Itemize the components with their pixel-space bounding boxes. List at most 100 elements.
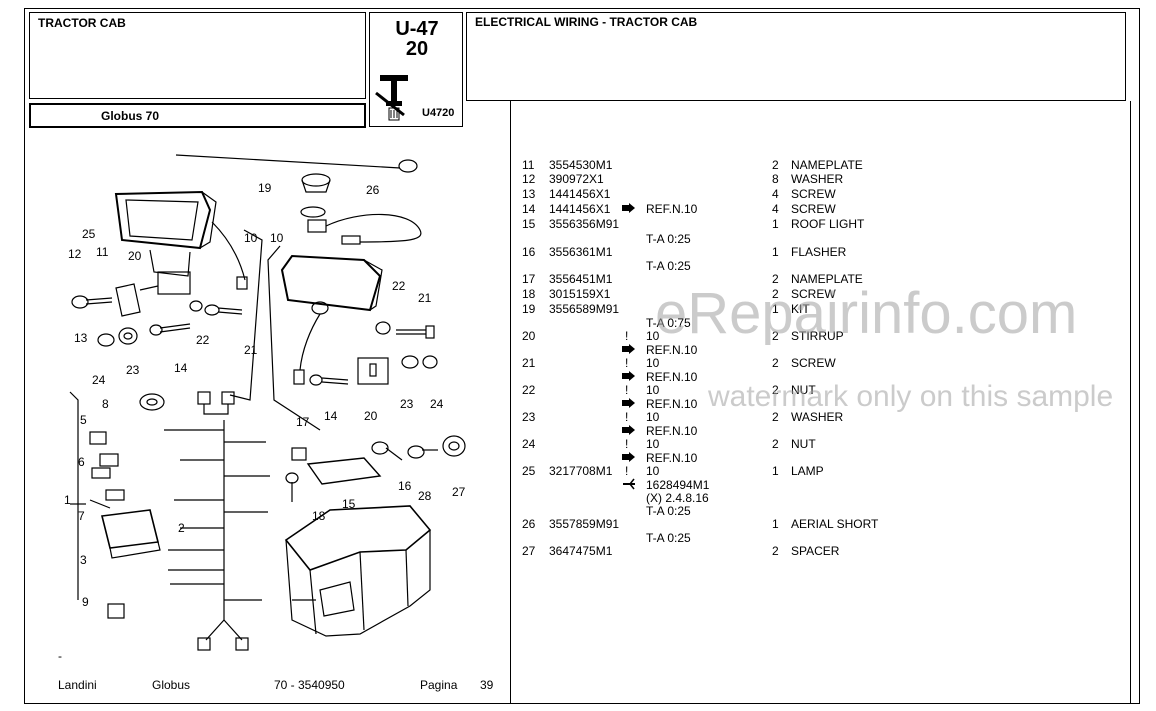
- parts-row: REF.N.10: [522, 451, 1156, 465]
- part-quantity: 2: [772, 287, 779, 301]
- parts-row: T-A 0:25: [522, 259, 1156, 273]
- part-ref-number: 25: [522, 464, 536, 478]
- part-note: T-A 0:25: [646, 259, 691, 273]
- diagram-callout-3: 3: [80, 553, 87, 567]
- diagram-callout-21: 21: [418, 291, 432, 305]
- reference-arrow-icon: [622, 424, 636, 439]
- part-description: STIRRUP: [791, 329, 844, 343]
- diagram-callout-20: 20: [364, 409, 378, 423]
- parts-row: T-A 0:75: [522, 316, 1156, 330]
- diagram-callout-14: 14: [324, 409, 338, 423]
- part-ref-number: 15: [522, 217, 536, 231]
- diagram-callout-22: 22: [392, 279, 406, 293]
- part-quantity: 2: [772, 329, 779, 343]
- footer-code: 70 - 3540950: [274, 678, 345, 692]
- diagram-callout-8: 8: [102, 397, 109, 411]
- part-note: 1628494M1: [646, 478, 710, 492]
- part-ref-number: 16: [522, 245, 536, 259]
- part-note: 10: [646, 356, 660, 370]
- part-note: T-A 0:75: [646, 316, 691, 330]
- diagram-callout-1: 1: [64, 493, 71, 507]
- page-frame: [24, 8, 1140, 704]
- part-quantity: 2: [772, 272, 779, 286]
- part-description: SCREW: [791, 187, 836, 201]
- parts-row: REF.N.10: [522, 343, 1156, 357]
- part-number: 3015159X1: [549, 287, 611, 301]
- part-number: 1441456X1: [549, 202, 611, 216]
- diagram-callout-21: 21: [244, 343, 258, 357]
- diagram-callout-16: 16: [398, 479, 412, 493]
- part-number: 3554530M1: [549, 158, 613, 172]
- part-quantity: 4: [772, 202, 779, 216]
- ref-code-number: 20: [405, 38, 429, 60]
- parts-row: REF.N.10: [522, 397, 1156, 411]
- fork-arrow-icon: [622, 478, 636, 493]
- part-note: REF.N.10: [646, 424, 698, 438]
- part-quantity: 4: [772, 187, 779, 201]
- part-ref-number: 14: [522, 202, 536, 216]
- reference-arrow-icon: [622, 202, 636, 217]
- part-quantity: 2: [772, 356, 779, 370]
- note-exclamation: !: [625, 437, 629, 451]
- diagram-callout-28: 28: [418, 489, 432, 503]
- part-ref-number: 27: [522, 544, 536, 558]
- parts-row: REF.N.10: [522, 370, 1156, 384]
- reference-arrow-icon: [622, 397, 636, 412]
- diagram-callout-27: 27: [452, 485, 466, 499]
- part-number: 3217708M1: [549, 464, 613, 478]
- diagram-callout-15: 15: [342, 497, 356, 511]
- part-ref-number: 13: [522, 187, 536, 201]
- parts-row: T-A 0:25: [522, 232, 1156, 246]
- part-ref-number: 21: [522, 356, 536, 370]
- part-note: T-A 0:25: [646, 531, 691, 545]
- part-quantity: 2: [772, 158, 779, 172]
- part-note: 10: [646, 383, 660, 397]
- part-note: REF.N.10: [646, 202, 698, 216]
- part-quantity: 2: [772, 437, 779, 451]
- part-number: 3557859M91: [549, 517, 620, 531]
- part-number: 1441456X1: [549, 187, 611, 201]
- diagram-callout-10: 10: [244, 231, 258, 245]
- reference-arrow-icon: [622, 451, 636, 466]
- tractor-seat-icon: [375, 75, 408, 121]
- part-description: FLASHER: [791, 245, 847, 259]
- part-number: 3556451M1: [549, 272, 613, 286]
- part-description: WASHER: [791, 410, 844, 424]
- diagram-callout-20: 20: [128, 249, 142, 263]
- diagram-callout-10: 10: [270, 231, 284, 245]
- part-description: NUT: [791, 437, 816, 451]
- part-description: SPACER: [791, 544, 840, 558]
- diagram-callout-13: 13: [74, 331, 88, 345]
- diagram-callout-7: 7: [78, 509, 85, 523]
- part-ref-number: 26: [522, 517, 536, 531]
- part-description: WASHER: [791, 172, 844, 186]
- diagram-callout-23: 23: [400, 397, 414, 411]
- reference-arrow-icon: [622, 343, 636, 358]
- part-note: T-A 0:25: [646, 504, 691, 518]
- part-ref-number: 11: [522, 158, 535, 172]
- diagram-callout-26: 26: [366, 183, 380, 197]
- diagram-callout-11: 11: [96, 245, 109, 259]
- part-number: 3556589M91: [549, 302, 620, 316]
- footer-series: Globus: [152, 678, 191, 692]
- part-note: (X) 2.4.8.16: [646, 491, 709, 505]
- diagram-callout-23: 23: [126, 363, 140, 377]
- description-title: ELECTRICAL WIRING - TRACTOR CAB: [475, 15, 698, 29]
- part-description: LAMP: [791, 464, 824, 478]
- part-number: 3647475M1: [549, 544, 613, 558]
- part-ref-number: 12: [522, 172, 536, 186]
- part-description: SCREW: [791, 356, 836, 370]
- ref-code-top: U-47: [395, 18, 439, 40]
- part-note: 10: [646, 329, 660, 343]
- part-description: KIT: [791, 302, 810, 316]
- diagram-callout-6: 6: [78, 455, 85, 469]
